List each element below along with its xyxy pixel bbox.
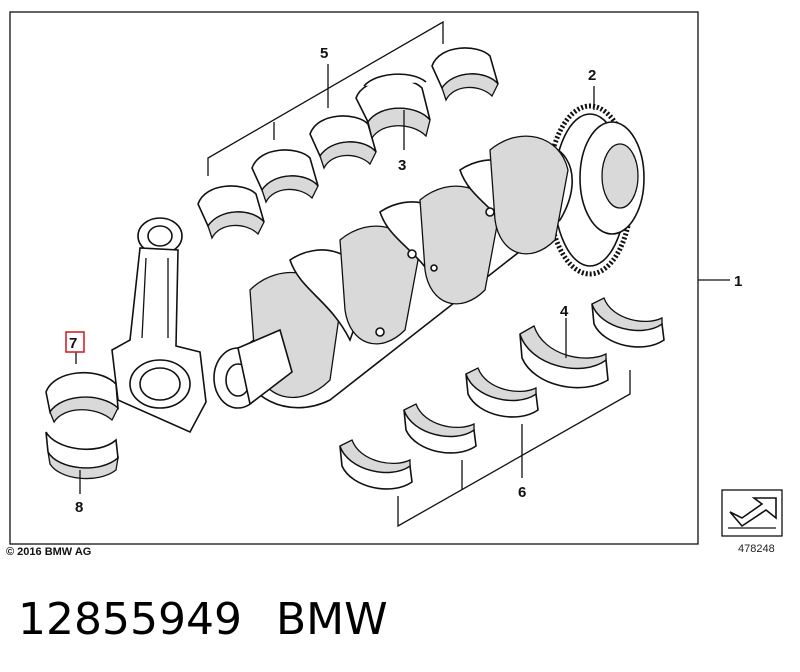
callout-1: 1 xyxy=(734,273,742,290)
diagram-frame xyxy=(9,11,699,545)
callout-3: 3 xyxy=(398,157,406,174)
upper-bearing-shells xyxy=(197,47,499,240)
callout-7-highlight xyxy=(65,331,85,353)
callout-7: 7 xyxy=(69,335,77,352)
brand-name: BMW xyxy=(276,594,388,645)
diagram-id: 478248 xyxy=(738,543,775,555)
callout-4: 4 xyxy=(560,303,569,320)
rod-bearing-shells xyxy=(45,371,119,480)
callout-8: 8 xyxy=(75,499,83,516)
lower-bearing-shells xyxy=(339,297,665,490)
callout-5-leader xyxy=(207,20,444,176)
navigation-arrow-icon[interactable] xyxy=(721,489,783,537)
connecting-rod xyxy=(111,217,207,434)
callout-5: 5 xyxy=(320,45,328,62)
callout-6: 6 xyxy=(518,484,526,501)
crankshaft xyxy=(213,103,645,409)
callout-6-leader xyxy=(397,370,631,528)
callout-2: 2 xyxy=(588,67,596,84)
part-number: 12855949 xyxy=(18,594,242,645)
copyright: © 2016 BMW AG xyxy=(6,546,91,558)
